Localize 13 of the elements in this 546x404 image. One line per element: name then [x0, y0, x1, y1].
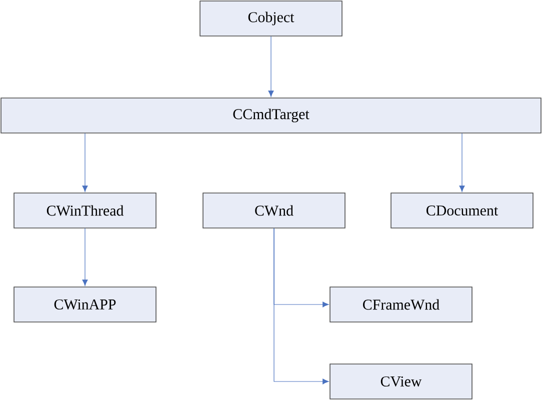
arrow	[459, 133, 465, 192]
class-box: CFrameWnd	[330, 286, 472, 322]
class-box: CCmdTarget	[0, 98, 542, 134]
arrow	[82, 133, 88, 192]
class-box: Cobject	[200, 0, 342, 36]
class-box: CWnd	[202, 192, 346, 228]
class-box: CDocument	[390, 192, 534, 228]
arrow	[268, 36, 274, 97]
arrow	[274, 228, 329, 384]
class-box: CWinThread	[14, 192, 156, 228]
class-box: CWinAPP	[14, 286, 156, 322]
class-box: CView	[330, 364, 472, 400]
arrow	[82, 228, 88, 286]
